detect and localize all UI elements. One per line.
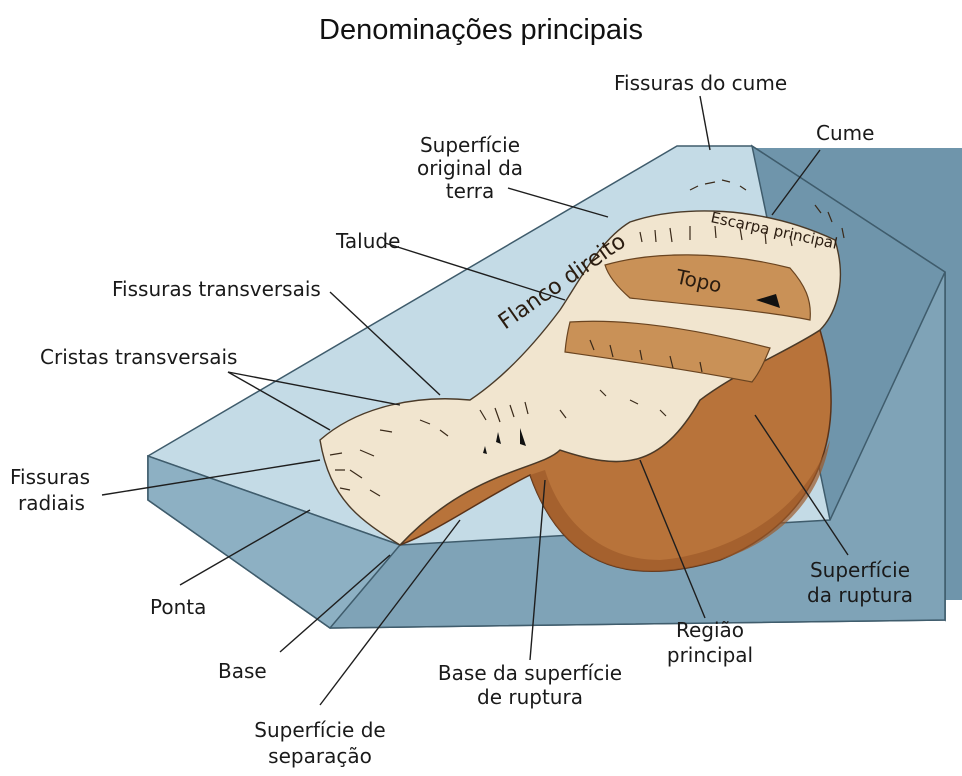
fissuras-do-cume-label: Fissuras do cume [614, 71, 787, 95]
superficie-ruptura-label-2: da ruptura [807, 583, 913, 607]
fissuras-radiais-label-2: radiais [18, 491, 85, 515]
base-superficie-ruptura-label-2: de ruptura [477, 685, 583, 709]
fissuras-transversais-label: Fissuras transversais [112, 277, 321, 301]
regiao-principal-label-2: principal [667, 643, 753, 667]
regiao-principal-label-1: Região [676, 618, 744, 642]
superficie-separacao-label-2: separação [268, 744, 372, 768]
superficie-original-label-2: original da [417, 156, 523, 180]
superficie-original-label-1: Superfície [420, 133, 520, 157]
superficie-original-label-3: terra [446, 179, 495, 203]
cristas-transversais-label: Cristas transversais [40, 345, 237, 369]
superficie-separacao-label-1: Superfície de [254, 718, 385, 742]
fissuras-radiais-label-1: Fissuras [10, 465, 90, 489]
ponta-label: Ponta [150, 595, 206, 619]
talude-label: Talude [335, 229, 400, 253]
cume-label: Cume [816, 121, 874, 145]
base-superficie-ruptura-label-1: Base da superfície [438, 661, 622, 685]
base-label: Base [218, 659, 267, 683]
superficie-ruptura-label-1: Superfície [810, 558, 910, 582]
